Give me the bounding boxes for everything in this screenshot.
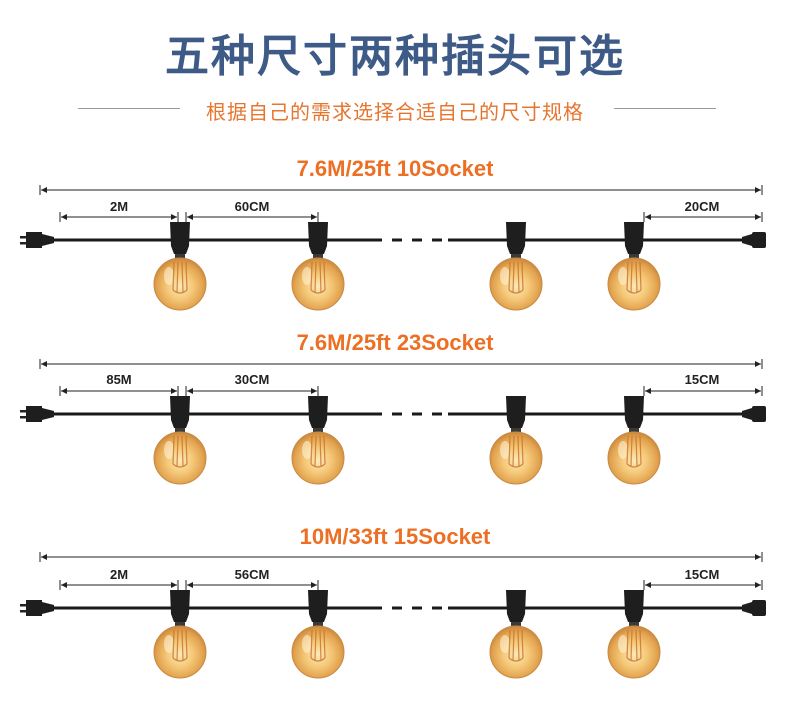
subtitle-row: 根据自己的需求选择合适自己的尺寸规格	[0, 96, 790, 124]
bulb-globe	[489, 431, 543, 485]
tail-length-label: 15CM	[684, 372, 720, 387]
socket-spacing-label: 60CM	[234, 199, 270, 214]
bulb	[153, 222, 207, 311]
variant-title: 10M/33ft 15Socket	[299, 524, 491, 549]
bulb-filament	[626, 629, 642, 661]
bulb-globe	[291, 257, 345, 311]
tail-length-label: 15CM	[684, 567, 720, 582]
total-length-dimension	[39, 359, 763, 369]
lead-length-label: 85M	[106, 372, 132, 387]
bulb-socket	[170, 222, 190, 254]
male-plug	[20, 600, 54, 616]
female-connector	[742, 406, 766, 422]
bulb	[291, 590, 345, 679]
bulb-filament	[172, 435, 188, 467]
page-title: 五种尺寸两种插头可选	[165, 31, 625, 82]
bulb-globe	[291, 431, 345, 485]
bulb	[607, 590, 661, 679]
socket-spacing-dimension	[185, 212, 319, 222]
total-length-dimension	[39, 552, 763, 562]
bulb-globe	[153, 625, 207, 679]
bulb	[291, 222, 345, 311]
bulb-socket	[308, 590, 328, 622]
bulb-filament	[310, 435, 326, 467]
bulb-globe	[153, 431, 207, 485]
bulb-filament	[508, 629, 524, 661]
bulb-socket	[624, 396, 644, 428]
lead-length-dimension	[59, 212, 179, 222]
male-plug	[20, 232, 54, 248]
bulb	[489, 222, 543, 311]
subtitle-divider-left	[78, 108, 180, 109]
bulb	[607, 396, 661, 485]
bulb-filament	[172, 261, 188, 293]
socket-spacing-label: 30CM	[234, 372, 270, 387]
bulb-filament	[310, 629, 326, 661]
bulb	[291, 396, 345, 485]
bulb-socket	[624, 590, 644, 622]
subtitle-divider-right	[614, 108, 716, 109]
bulb-globe	[607, 431, 661, 485]
lead-length-dimension	[59, 580, 179, 590]
lead-length-label: 2M	[109, 567, 129, 582]
bulb-globe	[607, 625, 661, 679]
bulb-socket	[170, 590, 190, 622]
bulb-socket	[506, 222, 526, 254]
bulb	[607, 222, 661, 311]
tail-length-dimension	[643, 386, 763, 396]
lead-length-dimension	[59, 386, 179, 396]
socket-spacing-dimension	[185, 580, 319, 590]
bulb-socket	[170, 396, 190, 428]
bulb-filament	[508, 435, 524, 467]
male-plug	[20, 406, 54, 422]
bulb	[489, 396, 543, 485]
bulb-socket	[506, 396, 526, 428]
bulb-filament	[626, 261, 642, 293]
tail-length-dimension	[643, 580, 763, 590]
bulb-globe	[489, 625, 543, 679]
socket-spacing-label: 56CM	[234, 567, 270, 582]
bulb-globe	[489, 257, 543, 311]
female-connector	[742, 600, 766, 616]
page-subtitle: 根据自己的需求选择合适自己的尺寸规格	[206, 100, 584, 124]
socket-spacing-dimension	[185, 386, 319, 396]
lead-length-label: 2M	[109, 199, 129, 214]
bulb-socket	[624, 222, 644, 254]
bulb-filament	[626, 435, 642, 467]
bulb-globe	[291, 625, 345, 679]
bulb	[153, 590, 207, 679]
variant-title: 7.6M/25ft 10Socket	[296, 156, 494, 181]
bulb-filament	[310, 261, 326, 293]
bulb-globe	[607, 257, 661, 311]
variant-title: 7.6M/25ft 23Socket	[296, 330, 494, 355]
tail-length-label: 20CM	[684, 199, 720, 214]
female-connector	[742, 232, 766, 248]
bulb-globe	[153, 257, 207, 311]
tail-length-dimension	[643, 212, 763, 222]
bulb-filament	[172, 629, 188, 661]
bulb-socket	[308, 222, 328, 254]
bulb-socket	[506, 590, 526, 622]
bulb-socket	[308, 396, 328, 428]
total-length-dimension	[39, 185, 763, 195]
bulb	[489, 590, 543, 679]
bulb	[153, 396, 207, 485]
bulb-filament	[508, 261, 524, 293]
